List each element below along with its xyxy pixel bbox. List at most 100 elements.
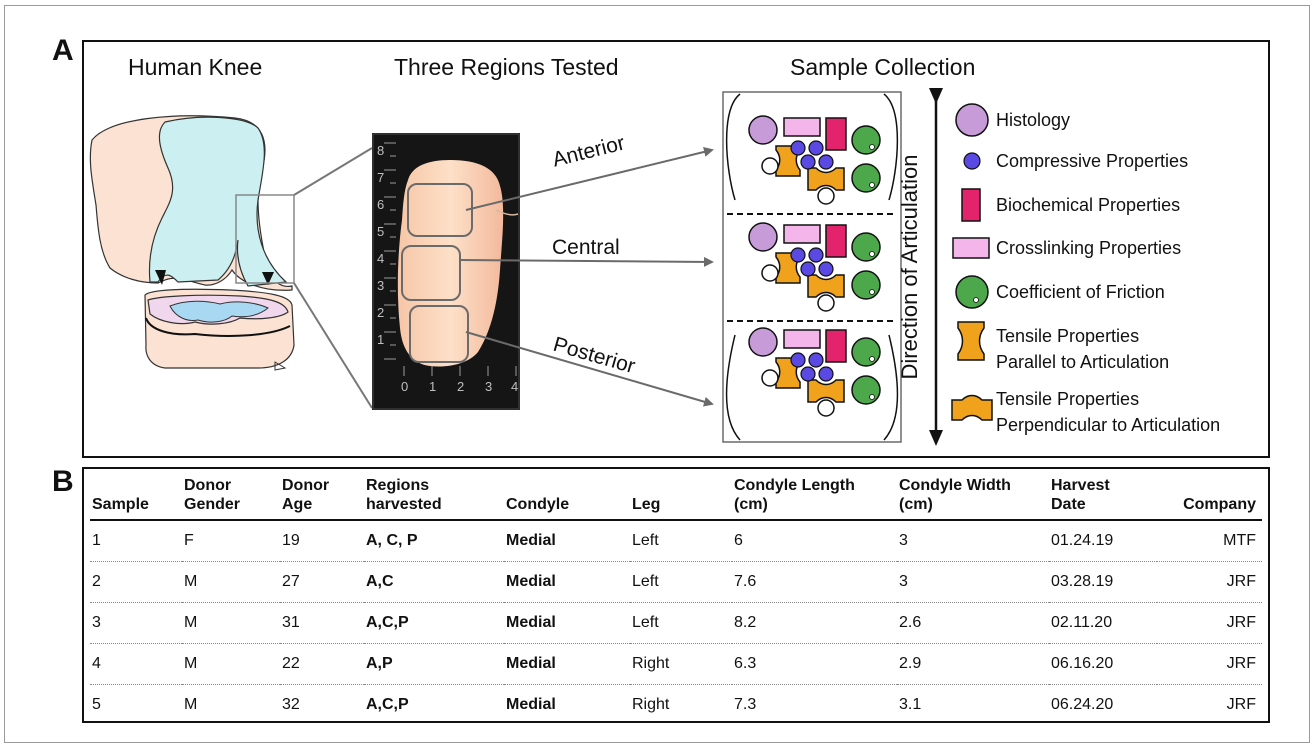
cell-gender: M	[184, 696, 198, 713]
cell-condyle: Medial	[504, 520, 630, 562]
crosslinking-rect-icon	[952, 237, 990, 259]
legend-friction: Coefficient of Friction	[996, 282, 1165, 302]
cell-gender: M	[182, 602, 280, 644]
friction-circle-icon	[955, 275, 989, 309]
cell-age: 22	[280, 643, 364, 685]
cell-date: 06.24.20	[1051, 696, 1114, 713]
zoom-line-top	[293, 147, 373, 196]
ruler-tick-label: 1	[377, 332, 384, 347]
arrow-posterior	[465, 331, 714, 407]
direction-of-articulation-label: Direction of Articulation	[897, 154, 922, 380]
sample-layout-posterior	[748, 327, 881, 417]
cell-gender: M	[182, 643, 280, 685]
cell-condyle: Medial	[504, 643, 630, 685]
heading-sample-collection: Sample Collection	[790, 54, 976, 80]
biochemical-rect-icon	[961, 188, 981, 222]
arrow-central	[459, 256, 714, 267]
cell-regions: A,C,P	[364, 602, 504, 644]
heading-three-regions: Three Regions Tested	[394, 54, 619, 80]
sample-layout-anterior	[748, 115, 881, 205]
cell-date: 03.28.19	[1049, 561, 1157, 603]
cell-leg: Right	[630, 643, 732, 685]
ruler-tick-label: 6	[377, 197, 384, 212]
ruler-tick-label: 3	[485, 379, 492, 394]
cell-date: 06.16.20	[1049, 643, 1157, 685]
cell-length: 6	[732, 520, 897, 562]
col-header: Company	[1157, 472, 1262, 521]
tensile-perpendicular-icon	[951, 394, 993, 421]
cell-age: 32	[282, 696, 300, 713]
arrow-anterior	[465, 147, 714, 211]
condyle-photo	[372, 133, 520, 410]
cell-age: 27	[280, 561, 364, 603]
cell-company: JRF	[1226, 696, 1256, 713]
cell-length: 7.6	[732, 561, 897, 603]
cell-company: JRF	[1157, 561, 1262, 603]
ruler-tick-label: 2	[457, 379, 464, 394]
cell-width: 2.6	[897, 602, 1049, 644]
cell-length: 8.2	[732, 602, 897, 644]
cell-sample: 2	[90, 561, 182, 603]
col-header: Condyle Length(cm)	[732, 472, 897, 521]
ruler-tick-label: 2	[377, 305, 384, 320]
figure-frame	[4, 5, 1310, 743]
cell-width: 3	[897, 520, 1049, 562]
cell-regions: A,C,P	[366, 696, 409, 713]
cell-company: MTF	[1157, 520, 1262, 562]
ruler-tick-label: 3	[377, 278, 384, 293]
heading-human-knee: Human Knee	[128, 54, 263, 80]
panel-a	[82, 40, 1270, 458]
legend-biochemical: Biochemical Properties	[996, 195, 1181, 215]
panel-a-letter: A	[52, 34, 74, 67]
col-header: Leg	[630, 472, 732, 521]
cell-width: 2.9	[897, 643, 1049, 685]
cell-regions: A,C	[364, 561, 504, 603]
histology-circle-icon	[955, 103, 989, 137]
col-header: Condyle	[504, 472, 630, 521]
cell-gender: M	[182, 561, 280, 603]
cell-sample: 1	[90, 520, 182, 562]
ruler-labels: 8 7 6 5 4 3 2 1 0 1 2 3 4	[377, 143, 518, 394]
region-label-central: Central	[552, 236, 620, 259]
zoom-line-bottom	[293, 282, 373, 409]
col-header: Condyle Width(cm)	[897, 472, 1049, 521]
ruler-tick-label: 5	[377, 224, 384, 239]
col-header: Sample	[90, 472, 182, 521]
cell-age: 19	[280, 520, 364, 562]
tensile-parallel-icon	[957, 321, 985, 361]
cell-company: JRF	[1157, 643, 1262, 685]
cell-sample: 5	[92, 696, 101, 713]
legend-compressive: Compressive Properties	[996, 151, 1189, 171]
panel-b-letter: B	[52, 465, 74, 498]
cell-regions: A, C, P	[364, 520, 504, 562]
ruler-tick-label: 4	[377, 251, 384, 266]
table-row: 2 M 27 A,C Medial Left 7.6 3 03.28.19 JR…	[90, 561, 1262, 603]
legend-histology: Histology	[996, 110, 1071, 130]
ruler-tick-label: 0	[401, 379, 408, 394]
cell-leg: Left	[630, 602, 732, 644]
table-row: 5 M 32 A,C,P Medial Right 7.3 3.1 06.24.…	[90, 685, 1262, 726]
cell-sample: 4	[90, 643, 182, 685]
knee-illustration	[89, 115, 295, 371]
cell-sample: 3	[90, 602, 182, 644]
cell-date: 02.11.20	[1049, 602, 1157, 644]
cell-regions: A,P	[364, 643, 504, 685]
table-row: 3 M 31 A,C,P Medial Left 8.2 2.6 02.11.2…	[90, 602, 1262, 644]
ruler-tick-label: 7	[377, 170, 384, 185]
cell-width: 3.1	[899, 696, 922, 713]
cell-leg: Left	[630, 520, 732, 562]
cell-leg: Right	[632, 696, 670, 713]
cell-condyle: Medial	[506, 696, 556, 713]
ruler-tick-label: 8	[377, 143, 384, 158]
sample-layout-central	[748, 222, 881, 312]
legend-crosslinking: Crosslinking Properties	[996, 238, 1182, 258]
cell-length: 6.3	[732, 643, 897, 685]
